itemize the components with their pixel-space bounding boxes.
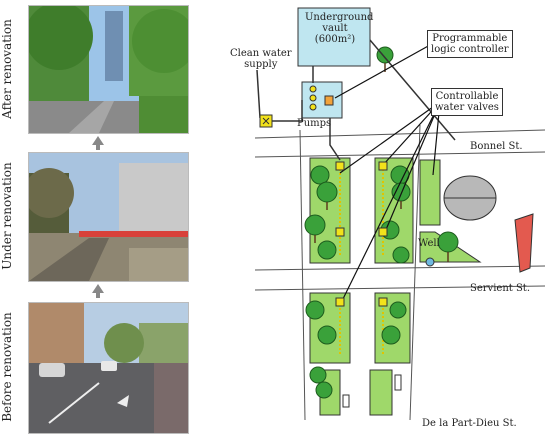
well-label: Well xyxy=(418,238,440,249)
schematic-map: Underground vault (600m²) Clean water su… xyxy=(215,0,550,441)
pumps-label: Pumps xyxy=(297,118,332,129)
label-under-renovation: Under renovation xyxy=(0,162,14,270)
photo-after-renovation xyxy=(28,5,189,134)
photo-under-renovation xyxy=(28,152,189,282)
photo-before-renovation xyxy=(28,302,189,434)
plc-label-box: Programmable logic controller xyxy=(427,30,513,58)
street-label-servient: Servient St. xyxy=(470,283,530,294)
label-before-renovation: Before renovation xyxy=(0,312,14,422)
clean-water-supply-label: Clean water supply xyxy=(230,48,292,70)
label-after-renovation: After renovation xyxy=(0,19,14,119)
street-label-bonnel: Bonnel St. xyxy=(470,141,523,152)
valves-label-box: Controllable water valves xyxy=(431,88,503,116)
vault-label: Underground vault (600m²) xyxy=(305,12,374,45)
street-label-partdieu: De la Part-Dieu St. xyxy=(422,418,517,429)
